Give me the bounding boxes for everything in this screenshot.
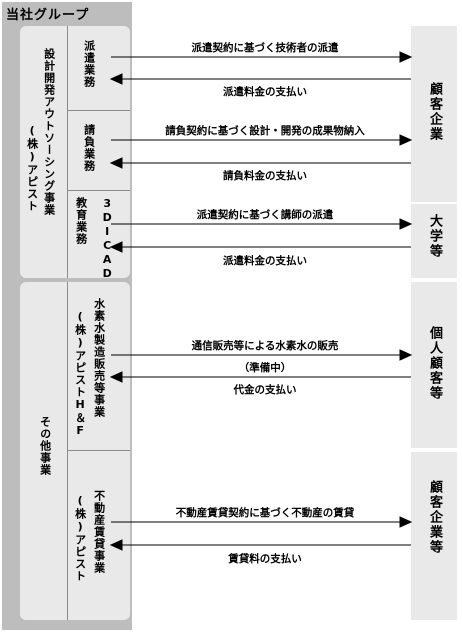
client-company-1-label: 顧客企業 <box>426 82 442 142</box>
outsourcing-company-label: (株)アピスト <box>25 124 39 212</box>
sub-divider-1 <box>67 110 130 111</box>
arrowhead-f1-out <box>399 51 413 63</box>
f1-out-label: 派遣契約に基づく技術者の派遣 <box>191 42 339 54</box>
individual-box: 個人顧客等 <box>411 282 457 448</box>
other-panel <box>20 282 130 620</box>
water-business-label: 水素水製造販売等事業 <box>92 298 106 418</box>
arrowhead-f2-in <box>109 157 123 169</box>
f5-out-label: 不動産賃貸契約に基づく不動産の賃貸 <box>175 507 355 519</box>
other-sub-divider <box>67 450 130 451</box>
university-label: 大学等 <box>426 214 442 259</box>
f4-note-label: （準備中） <box>238 362 292 374</box>
arrowhead-f2-out <box>399 134 413 146</box>
group-title: 当社グループ <box>6 8 90 23</box>
arrowhead-f1-in <box>109 73 123 85</box>
arrowhead-f5-in <box>109 539 123 551</box>
other-divider <box>67 282 68 620</box>
f5-in-label: 賃貸料の支払い <box>228 553 302 565</box>
outsourcing-panel <box>20 26 130 278</box>
outsourcing-business-label: 設計開発アウトソーシング事業 <box>42 48 56 216</box>
sub-ukeoi-label: 請負業務 <box>82 124 96 172</box>
university-box: 大学等 <box>411 204 457 278</box>
f3-out-label: 派遣契約に基づく講師の派遣 <box>196 209 334 221</box>
f1-in-label: 派遣料金の支払い <box>223 86 307 98</box>
client-box-2: 顧客企業等 <box>411 452 457 620</box>
water-company-label: (株)アピストH＆F <box>73 310 87 438</box>
sub-haken-label: 派遣業務 <box>82 40 96 88</box>
f4-in-label: 代金の支払い <box>233 384 297 396</box>
realestate-company-label: (株)アピスト <box>73 494 87 582</box>
sub-3dcad-label: 3DICAD <box>100 197 114 281</box>
sub-divider-2 <box>67 190 130 191</box>
arrowhead-f5-out <box>399 516 413 528</box>
individual-label: 個人顧客等 <box>426 326 442 401</box>
arrowhead-f3-in <box>109 241 123 253</box>
client-box-1: 顧客企業 <box>411 26 457 202</box>
sub-education-label: 教育業務 <box>74 197 88 245</box>
f4-out-label: 通信販売等による水素水の販売 <box>191 340 339 352</box>
arrowhead-f3-out <box>399 218 413 230</box>
client-company-2-label: 顧客企業等 <box>426 480 442 555</box>
arrowhead-f4-out <box>399 349 413 361</box>
other-business-label: その他事業 <box>38 416 52 476</box>
f2-out-label: 請負契約に基づく設計・開発の成果物納入 <box>165 125 365 137</box>
arrowhead-f4-in <box>109 371 123 383</box>
f2-in-label: 請負料金の支払い <box>223 170 307 182</box>
outsourcing-divider <box>67 26 68 278</box>
f3-in-label: 派遣料金の支払い <box>223 255 307 267</box>
realestate-business-label: 不動産賃貸事業 <box>92 490 106 574</box>
